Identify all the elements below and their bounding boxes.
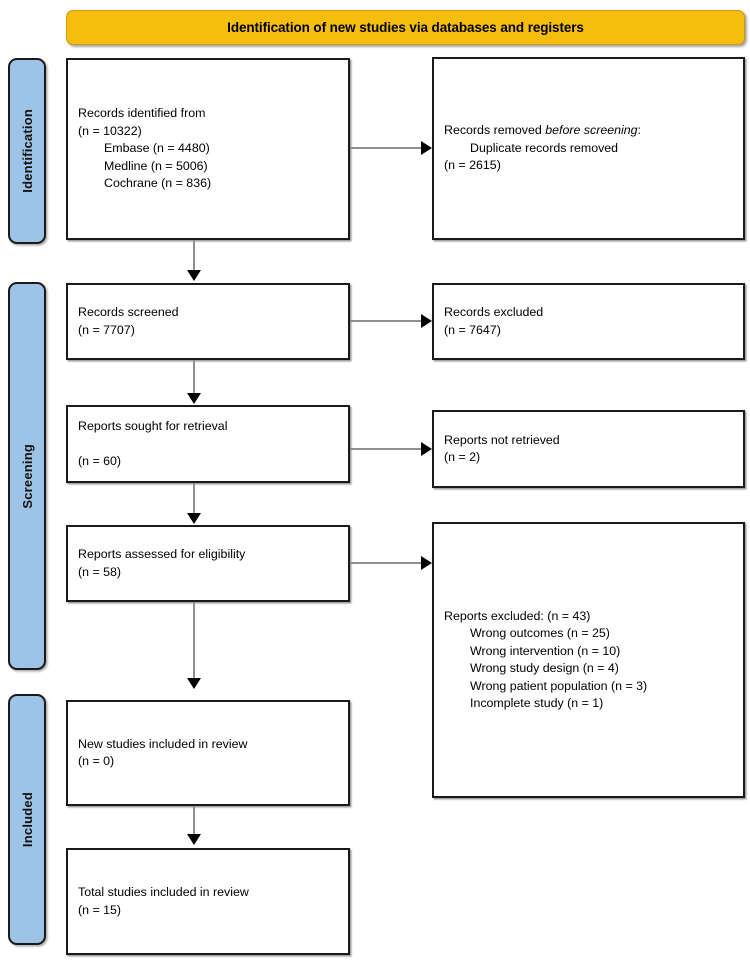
records-identified-medline: Medline (n = 5006): [104, 158, 208, 173]
records-removed-line2: Duplicate records removed: [470, 140, 619, 155]
stage-tab-included-label: Included: [19, 791, 35, 848]
box-reports-not-retrieved: Reports not retrieved (n = 2): [432, 410, 745, 488]
box-reports-sought: Reports sought for retrieval (n = 60): [66, 405, 350, 483]
reports-excluded-reason-incomplete-study: Incomplete study (n = 1): [470, 696, 604, 710]
records-excluded-line1: Records excluded: [444, 305, 544, 319]
connector-screened-to-excluded: [350, 320, 422, 322]
box-records-excluded: Records excluded (n = 7647): [432, 283, 745, 360]
records-screened-line1: Records screened: [78, 305, 179, 319]
total-studies-line2: (n = 15): [78, 902, 122, 917]
box-total-studies-included-text: Total studies included in review (n = 15): [68, 884, 348, 919]
reports-excluded-reason-wrong-intervention: Wrong intervention (n = 10): [470, 643, 621, 658]
box-new-studies-included: New studies included in review (n = 0): [66, 700, 350, 806]
identification-banner: Identification of new studies via databa…: [66, 10, 745, 45]
box-records-identified-text: Records identified from (n = 10322) Embase…: [68, 105, 348, 193]
connector-screened-to-sought: [193, 360, 195, 395]
arrowhead-assessed-to-reports-excluded: [421, 556, 432, 570]
records-removed-line1-tail: :: [637, 123, 641, 138]
box-records-removed-text: Records removed before screening: Duplica…: [434, 122, 743, 175]
records-identified-cochrane: Cochrane (n = 836): [104, 176, 212, 191]
box-reports-assessed-text: Reports assessed for eligibility (n = 58): [68, 546, 348, 581]
box-records-identified: Records identified from (n = 10322) Embase…: [66, 58, 350, 240]
box-new-studies-included-text: New studies included in review (n = 0): [68, 736, 348, 771]
arrowhead-screened-to-sought: [187, 393, 201, 404]
records-removed-line3: (n = 2615): [444, 158, 501, 173]
records-identified-line1: Records identified from: [78, 106, 206, 121]
arrowhead-screened-to-excluded: [421, 314, 432, 328]
box-reports-excluded: Reports excluded: (n = 43) Wrong outcomes…: [432, 522, 745, 798]
banner-title: Identification of new studies via databa…: [227, 20, 584, 35]
connector-sought-to-assessed: [193, 483, 195, 515]
arrowhead-sought-to-not-retrieved: [421, 442, 432, 456]
new-studies-line1: New studies included in review: [78, 736, 248, 751]
arrowhead-new-to-total-studies: [187, 834, 201, 845]
reports-not-retrieved-line2: (n = 2): [444, 450, 481, 464]
box-records-screened-text: Records screened (n = 7707): [68, 304, 348, 339]
box-total-studies-included: Total studies included in review (n = 15): [66, 848, 350, 955]
box-reports-not-retrieved-text: Reports not retrieved (n = 2): [434, 432, 743, 467]
reports-assessed-line1: Reports assessed for eligibility: [78, 547, 246, 561]
stage-tab-identification: Identification: [8, 58, 46, 244]
reports-excluded-reason-wrong-patient-population: Wrong patient population (n = 3): [470, 678, 648, 693]
stage-tab-identification-label: Identification: [19, 109, 35, 193]
box-reports-sought-text: Reports sought for retrieval (n = 60): [68, 418, 348, 471]
connector-assessed-to-reports-excluded: [350, 562, 422, 564]
connector-identified-to-screened: [193, 240, 195, 272]
arrowhead-identified-to-screened: [187, 270, 201, 281]
connector-assessed-to-new-studies: [193, 602, 195, 680]
box-records-screened: Records screened (n = 7707): [66, 283, 350, 360]
arrowhead-identified-to-removed: [421, 141, 432, 155]
box-reports-excluded-text: Reports excluded: (n = 43) Wrong outcomes…: [434, 608, 743, 713]
reports-not-retrieved-line1: Reports not retrieved: [444, 432, 560, 447]
records-identified-embase: Embase (n = 4480): [104, 141, 210, 156]
records-screened-line2: (n = 7707): [78, 322, 135, 337]
records-excluded-line2: (n = 7647): [444, 322, 501, 337]
records-identified-line2: (n = 10322): [78, 123, 142, 138]
stage-tab-screening-label: Screening: [19, 443, 35, 509]
reports-sought-line2: (n = 60): [78, 453, 122, 468]
reports-excluded-reason-wrong-study-design: Wrong study design (n = 4): [470, 661, 619, 675]
connector-new-to-total-studies: [193, 806, 195, 836]
reports-excluded-header: Reports excluded: (n = 43): [444, 608, 591, 623]
box-records-excluded-text: Records excluded (n = 7647): [434, 304, 743, 339]
reports-sought-line1: Reports sought for retrieval: [78, 418, 228, 433]
records-removed-line1-italic: before screening: [545, 123, 638, 138]
box-reports-assessed: Reports assessed for eligibility (n = 58): [66, 525, 350, 602]
box-records-removed: Records removed before screening: Duplica…: [432, 57, 745, 240]
records-removed-line1-plain: Records removed: [444, 123, 546, 138]
new-studies-line2: (n = 0): [78, 754, 115, 768]
stage-tab-included: Included: [8, 694, 46, 945]
arrowhead-sought-to-assessed: [187, 513, 201, 524]
total-studies-line1: Total studies included in review: [78, 885, 249, 899]
connector-sought-to-not-retrieved: [350, 448, 422, 450]
connector-identified-to-removed: [350, 147, 422, 149]
stage-tab-screening: Screening: [8, 282, 46, 670]
reports-assessed-line2: (n = 58): [78, 564, 122, 579]
reports-excluded-reason-wrong-outcomes: Wrong outcomes (n = 25): [470, 626, 610, 640]
arrowhead-assessed-to-new-studies: [187, 678, 201, 689]
